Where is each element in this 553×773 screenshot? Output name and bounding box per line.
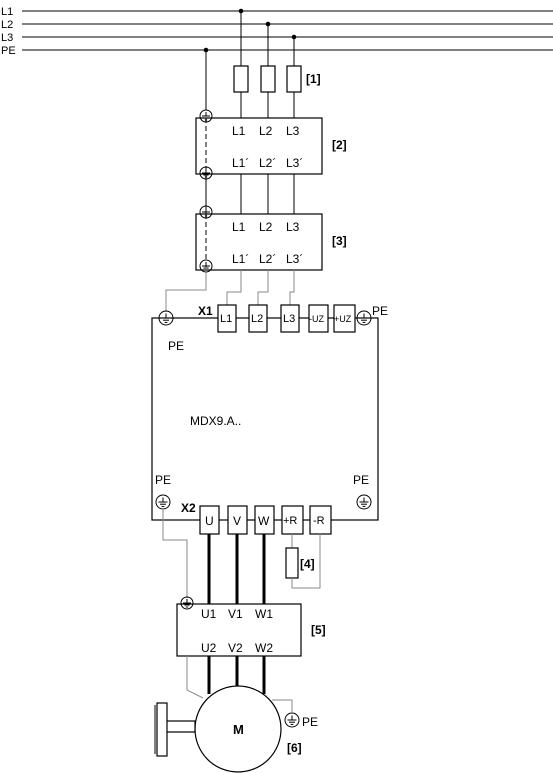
ref-brake-resistor: [4] [300, 557, 315, 571]
filter-out-l2: L2´ [259, 252, 276, 266]
fuse-l1 [233, 65, 249, 93]
pe-terminal-bottom-right [356, 494, 372, 510]
filter-out-l3: L3´ [286, 252, 303, 266]
x1-terminal-neg-uz [308, 304, 329, 333]
inverter: MDX9.A.. X1 L1 L2 L3 -UZ +UZ PE PE [151, 304, 388, 535]
ref-motor: [6] [287, 741, 302, 755]
output-filter-out-w2: W2 [255, 641, 273, 655]
fuse-l2 [260, 65, 276, 93]
fuses: [1] [233, 11, 321, 118]
contactor-out-l2: L2´ [259, 156, 276, 170]
mains-label-l2: L2 [1, 19, 13, 31]
x1-terminal-l3 [280, 304, 300, 333]
output-filter-out-u2: U2 [201, 641, 217, 655]
x1-text-neg-uz: -UZ [309, 314, 324, 324]
output-filter-out-v2: V2 [228, 641, 243, 655]
motor-pe-label: PE [302, 715, 318, 729]
pe-terminal-top-left [158, 310, 174, 326]
contactor-in-l2: L2 [259, 124, 273, 138]
x2-label: X2 [181, 501, 196, 515]
output-filter: U1 V1 W1 U2 V2 W2 [5] [176, 596, 326, 657]
ref-line-filter: [3] [332, 234, 347, 248]
x1-label: X1 [198, 304, 213, 318]
pe-label-top-right: PE [372, 304, 388, 318]
filter-in-l3: L3 [286, 220, 300, 234]
ref-output-filter: [5] [311, 623, 326, 637]
x1-text-l1: L1 [220, 313, 232, 325]
x2-text-pos-r: +R [283, 515, 297, 527]
line-filter: L1 L2 L3 L1´ L2´ L3´ [3] [195, 213, 347, 271]
mains-label-l3: L3 [1, 32, 13, 44]
mains-label-l1: L1 [1, 6, 13, 18]
contactor-in-l3: L3 [286, 124, 300, 138]
x1-terminal-l1 [217, 304, 237, 333]
contactor-out-l1: L1´ [232, 156, 249, 170]
motor-label: M [233, 722, 244, 737]
contactor-in-l1: L1 [232, 124, 246, 138]
x2-text-v: V [233, 514, 241, 528]
x1-text-l2: L2 [251, 313, 263, 325]
output-filter-pe-icon [180, 596, 194, 610]
x1-text-l3: L3 [283, 313, 295, 325]
filter-in-l1: L1 [232, 220, 246, 234]
inverter-name: MDX9.A.. [190, 414, 241, 428]
pe-label-top-left: PE [168, 339, 184, 353]
filter-in-l2: L2 [259, 220, 273, 234]
x2-text-w: W [258, 514, 270, 528]
x1-terminal-l2 [248, 304, 268, 333]
motor: M PE [6] [154, 685, 318, 773]
pe-label-bottom-left: PE [155, 473, 171, 487]
motor-pe-icon [284, 712, 300, 728]
line-contactor: L1 L2 L3 L1´ L2´ L3´ [2] [195, 117, 347, 175]
x2-text-u: U [205, 514, 214, 528]
output-filter-in-w1: W1 [255, 607, 273, 621]
output-filter-in-v1: V1 [228, 607, 243, 621]
x2-text-neg-r: -R [313, 515, 325, 527]
pe-label-bottom-right: PE [353, 473, 369, 487]
output-filter-in-u1: U1 [201, 607, 217, 621]
filter-out-l1: L1´ [232, 252, 249, 266]
ref-line-contactor: [2] [332, 138, 347, 152]
ref-fuses: [1] [306, 72, 321, 86]
pe-terminal-top-right [356, 310, 372, 326]
contactor-out-l3: L3´ [286, 156, 303, 170]
fuse-l3 [286, 65, 302, 93]
brake-resistor: [4] [285, 534, 321, 589]
x1-text-pos-uz: +UZ [334, 314, 352, 324]
mains-lines: L1 L2 L3 PE [1, 6, 553, 57]
mains-label-pe: PE [1, 45, 16, 57]
x1-terminal-pos-uz [333, 304, 356, 333]
